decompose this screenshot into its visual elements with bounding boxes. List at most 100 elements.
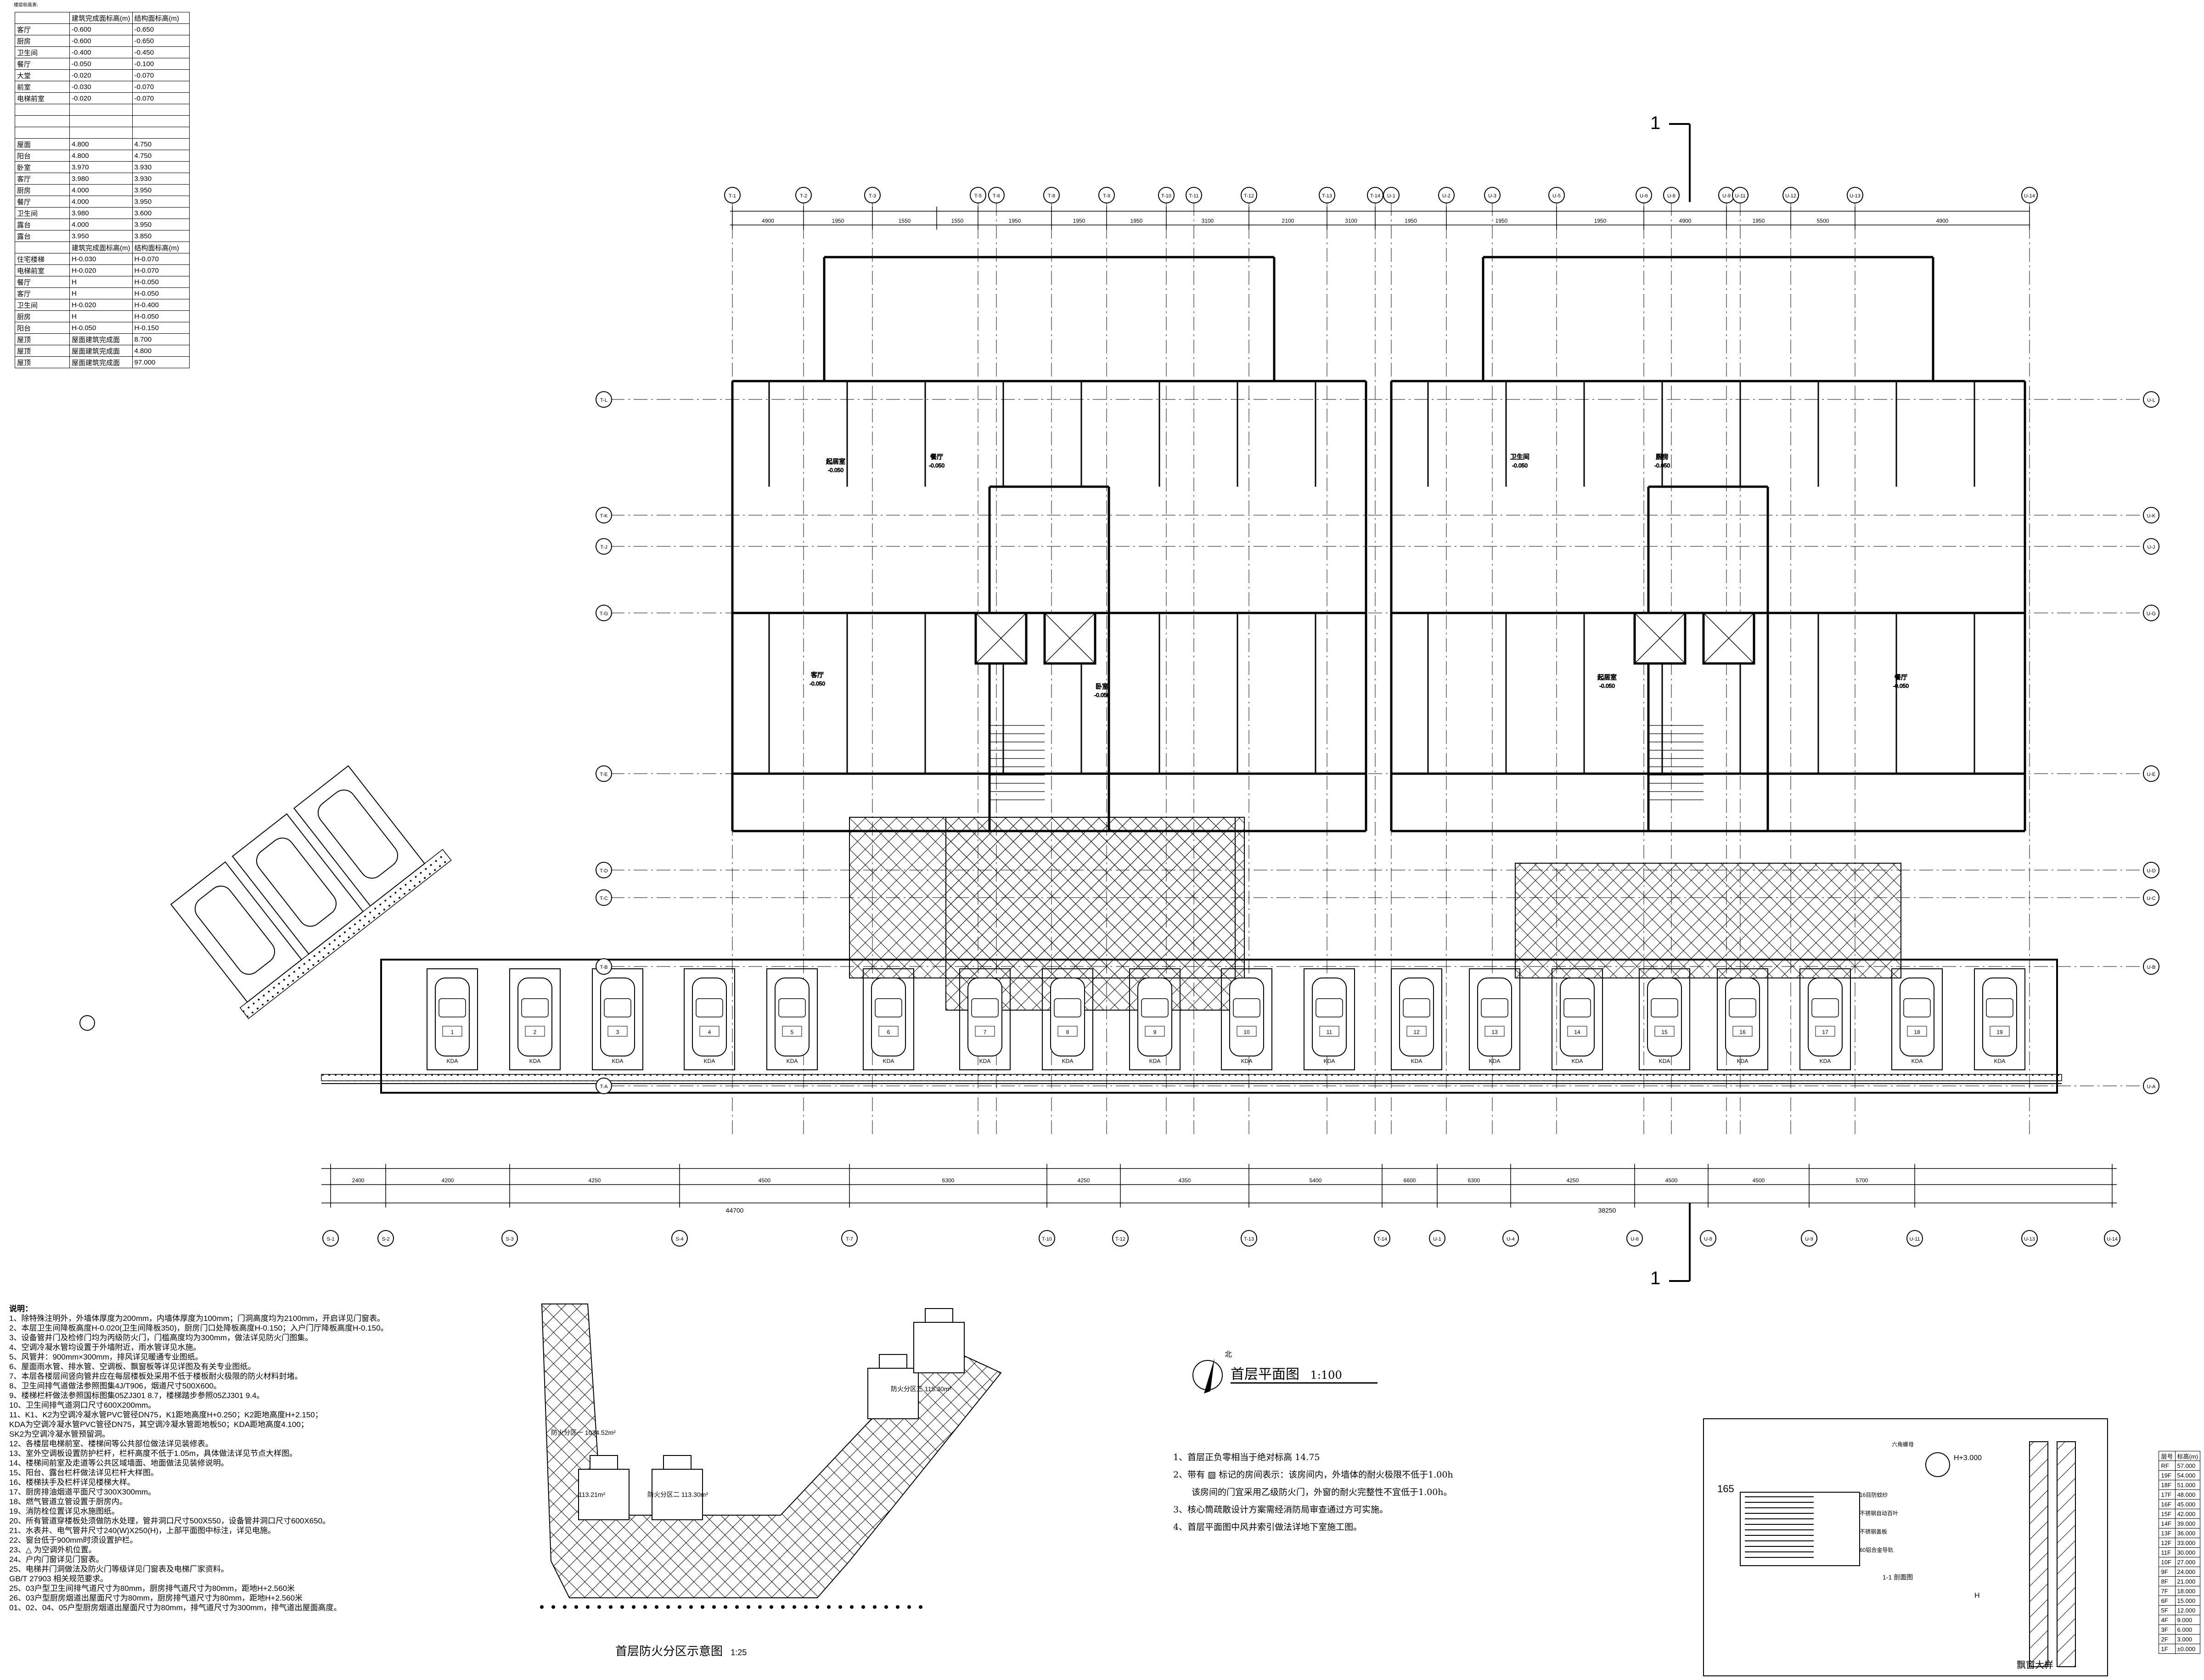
table-cell: 3.850 (132, 230, 190, 242)
boundary-dot (563, 1605, 567, 1609)
elevator-x (975, 612, 1027, 664)
section-mark-top: 1 (1650, 113, 1661, 133)
description-line: 2、带有 ▨ 标记的房间表示：该房间内，外墙体的耐火极限不低于1.00h (1173, 1470, 1453, 1480)
level-cell: 27.000 (2175, 1557, 2200, 1567)
table-cell: 3.600 (132, 207, 190, 219)
car-windshield (439, 998, 466, 1017)
table-cell: 厨房 (15, 35, 70, 47)
grid-bubble-right (2143, 958, 2159, 975)
boundary-dot (919, 1605, 922, 1609)
car-windshield (1811, 998, 1839, 1017)
grid-label: T-12 (1244, 193, 1254, 199)
grid-label: U-D (2147, 868, 2156, 874)
kda-label: KDA (1149, 1058, 1161, 1064)
car-number: 5 (791, 1029, 794, 1035)
car-windshield (1316, 998, 1343, 1017)
car-number-box (1319, 1026, 1339, 1037)
boundary-dot (758, 1605, 762, 1609)
note-line: 18、燃气管道立管设置于厨房内。 (9, 1497, 127, 1506)
fire-area-label: 113.21m² (579, 1491, 605, 1498)
boundary-dot (907, 1605, 911, 1609)
dim-text: 1950 (1073, 218, 1085, 224)
grid-label: T-13 (1244, 1236, 1254, 1242)
parking-bay (766, 968, 818, 1070)
kda-label: KDA (1820, 1058, 1831, 1064)
level-cell: RF (2159, 1461, 2176, 1471)
car-windshield (1903, 998, 1931, 1017)
grid-bubble-top (1098, 187, 1115, 203)
grid-label: T-A (600, 1084, 608, 1090)
car-number-box (1654, 1026, 1675, 1037)
boundary-dot (712, 1605, 716, 1609)
car-windshield (1563, 998, 1591, 1017)
room-name: 餐厅 (1895, 674, 1907, 681)
grid-bubble-top (970, 187, 986, 203)
kda-label: KDA (1062, 1058, 1074, 1064)
note-line: 20、所有管道穿楼板处须做防水处理，管井洞口尺寸500X550，设备管井洞口尺寸… (9, 1517, 331, 1525)
note-line: 8、卫生间排气道做法参照图集4J/T906，烟道尺寸500X600。 (9, 1382, 221, 1390)
table-cell: -0.050 (69, 58, 133, 70)
dim-text: 4200 (442, 1177, 454, 1184)
table-cell: 3.950 (132, 196, 190, 208)
table-header-row: 建筑完成面标高(m)结构面标高(m) (15, 12, 190, 24)
level-cell: 标高(m) (2175, 1451, 2200, 1461)
grid-label: T-K (600, 513, 608, 519)
boundary-dot (551, 1605, 555, 1609)
car-windshield (604, 998, 631, 1017)
table-cell: H-0.050 (132, 287, 190, 299)
car-windshield (1986, 998, 2013, 1017)
kda-label: KDA (787, 1058, 798, 1064)
note-line: 23、△ 为空调外机位置。 (9, 1545, 96, 1554)
room-level: -0.050 (929, 462, 945, 469)
grid-label: S-1 (326, 1236, 334, 1242)
car-number-box (1145, 1026, 1165, 1037)
grid-bubble-bottom (1626, 1230, 1643, 1247)
table-cell: 3.930 (132, 173, 190, 185)
parking-bay (1042, 968, 1093, 1070)
grid-bubble-top (988, 187, 1005, 203)
grid-bubble (79, 1015, 95, 1031)
room-level: -0.050 (810, 680, 825, 687)
dim-text: 3100 (1202, 218, 1214, 224)
car-icon (194, 885, 276, 975)
table-cell: -0.070 (132, 92, 190, 104)
grid-bubble-left (596, 538, 612, 555)
dim-text: 4900 (1679, 218, 1692, 224)
level-cell: 18.000 (2175, 1586, 2200, 1596)
grid-bubble-top (1438, 187, 1455, 203)
grid-label: U-A (2147, 1084, 2156, 1090)
kda-label: KDA (1994, 1058, 2006, 1064)
car-windshield (521, 998, 549, 1017)
grid-bubble-top (1319, 187, 1335, 203)
detail-label: 六角螺母 (1892, 1441, 1914, 1448)
dim-text: 5500 (1817, 218, 1829, 224)
note-line: 5、风管井：900mm×300mm，排风详见暖通专业图纸。 (9, 1353, 203, 1361)
room-name: 餐厅 (930, 453, 943, 461)
grid-bubble-left (596, 507, 612, 523)
table-cell: 电梯前室 (15, 264, 70, 276)
grid-label: U-6 (1631, 1236, 1639, 1242)
dim-text: 4900 (1936, 218, 1949, 224)
angled-parking (170, 765, 452, 1019)
table-cell: -0.600 (69, 23, 133, 35)
table-cell: 4.800 (69, 138, 133, 150)
note-line: 16、楼梯扶手及栏杆详见楼梯大样。 (9, 1478, 135, 1487)
grid-bubble-bottom (1429, 1230, 1445, 1247)
dim-text: 1950 (1753, 218, 1765, 224)
description-line: 4、首层平面图中风井索引做法详地下室施工图。 (1173, 1522, 1362, 1532)
grid-bubble-right (2143, 391, 2159, 408)
grid-bubble-bottom (841, 1230, 858, 1247)
parking-bay (427, 968, 478, 1070)
